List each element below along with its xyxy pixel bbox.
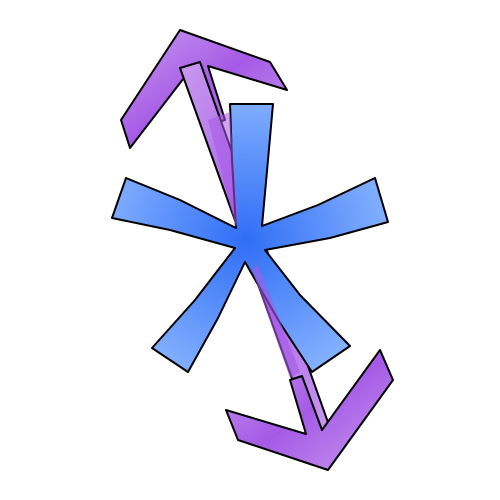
asterisk-shape: [111, 103, 389, 373]
arrowhead-bottom: [225, 349, 394, 471]
asterisk-icon: [111, 103, 389, 378]
arrow-shaft-overlay-lower: [252, 265, 300, 378]
arrow-shaft-overlay: [208, 112, 238, 228]
